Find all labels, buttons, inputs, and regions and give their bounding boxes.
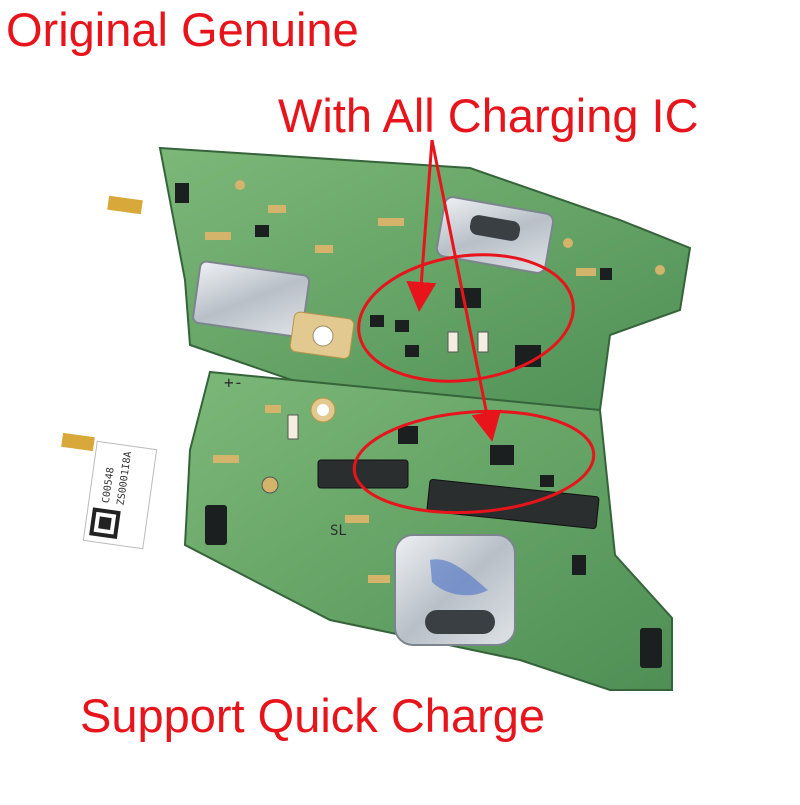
arrow-to-top-ic [406, 139, 437, 312]
caption-original-genuine: Original Genuine [6, 3, 359, 56]
caption-quick-charge: Support Quick Charge [80, 689, 546, 742]
qr-sticker: C00548 ZS0001I8A [82, 440, 158, 550]
arrow-to-bottom-ic [430, 139, 502, 442]
connector-large [426, 478, 600, 530]
board-mark: SL [330, 523, 347, 539]
caption-charging-ic: With All Charging IC [278, 89, 699, 142]
shield-can [192, 260, 311, 338]
callout-annotations [352, 139, 596, 515]
top-board [107, 146, 692, 412]
callout-ellipse-top [357, 253, 575, 383]
polarity-label: +- [224, 373, 243, 392]
callout-ellipse-bottom [352, 409, 596, 515]
serial-label-1: C00548 [101, 467, 117, 504]
bottom-board: +- C00548 ZS0001I8A [61, 370, 673, 691]
connector-small [317, 459, 409, 489]
